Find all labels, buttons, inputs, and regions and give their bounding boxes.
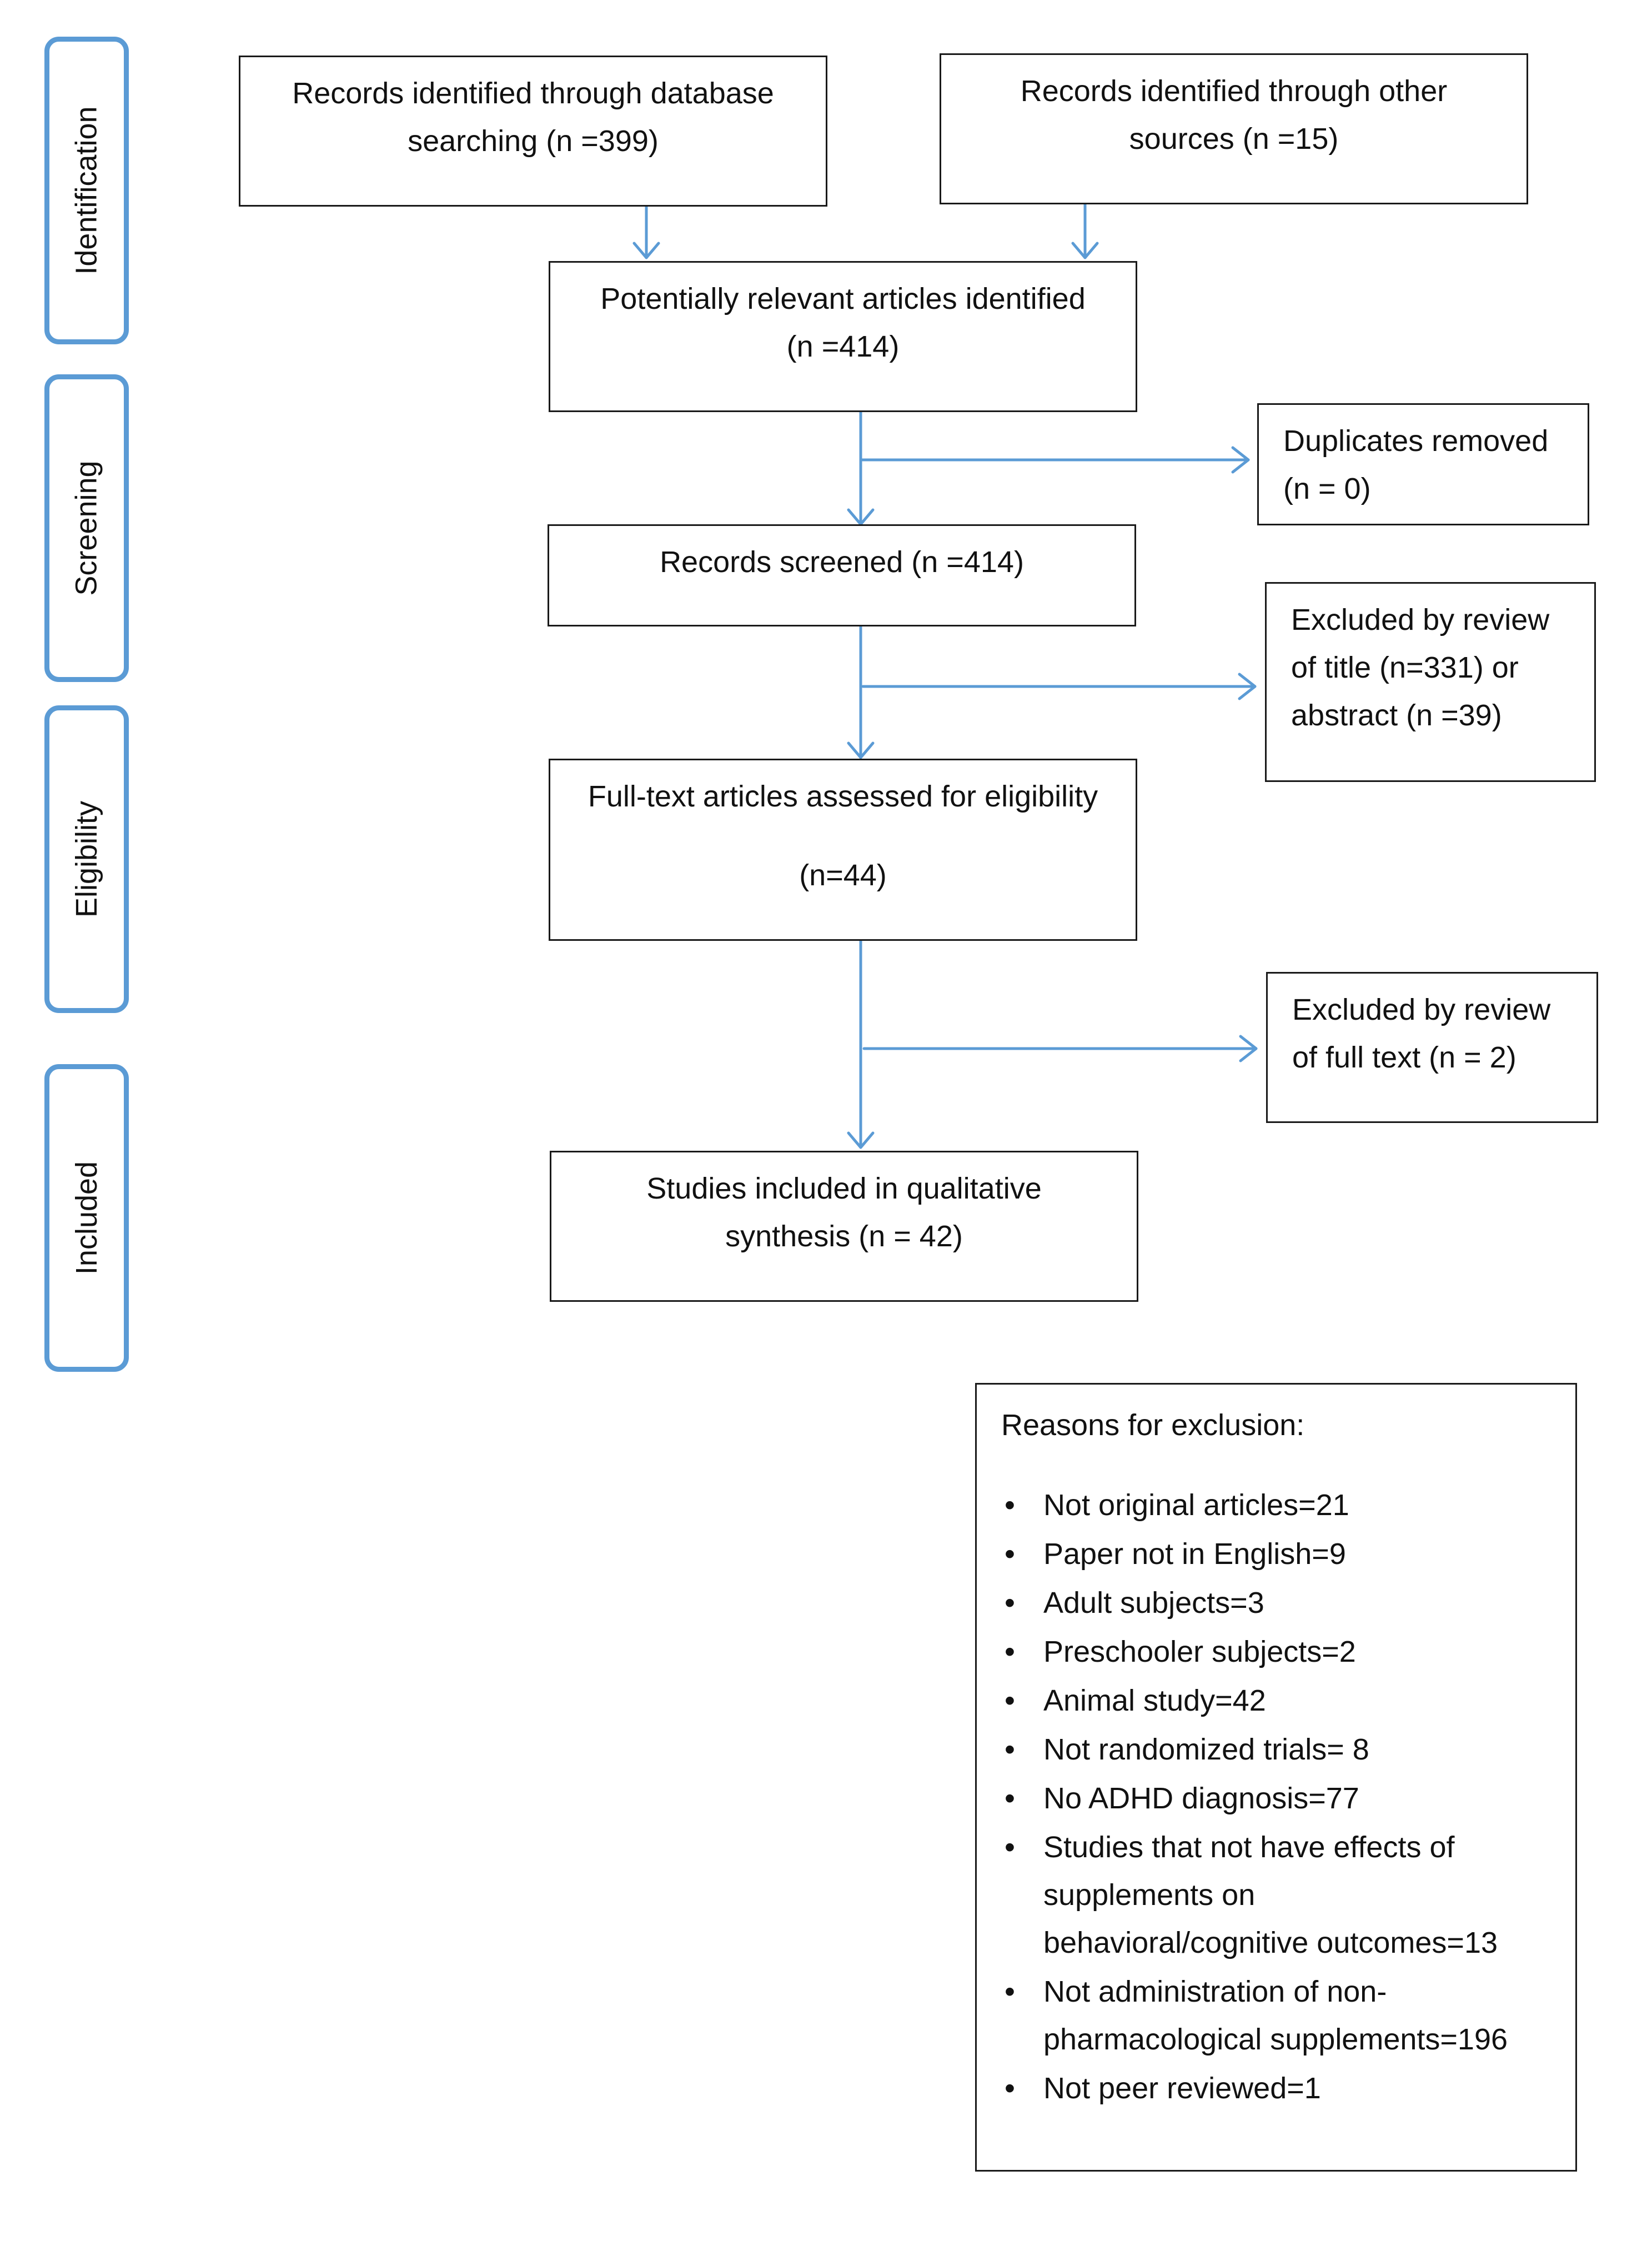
box-studies-included: Studies included in qualitative synthesi… (550, 1151, 1138, 1302)
reason-item-line: Not original articles=21 (1043, 1488, 1349, 1522)
reasons-title: Reasons for exclusion: (1001, 1408, 1305, 1442)
reasons-list: Not original articles=21 Paper not in En… (1001, 1481, 1564, 2112)
box-potentially-relevant-line-2: (n =414) (786, 330, 900, 363)
box-other-sources-line-2: sources (n =15) (1129, 122, 1339, 156)
box-potentially-relevant-line-1: Potentially relevant articles identified (600, 282, 1086, 315)
reasons-for-exclusion-box: Reasons for exclusion: Not original arti… (975, 1383, 1577, 2172)
phase-included: Included (44, 1064, 129, 1372)
reason-item-line: Animal study=42 (1043, 1684, 1266, 1717)
reason-item: Not original articles=21 (1001, 1481, 1564, 1529)
arrowhead-to-excluded-title-abstract (1238, 673, 1257, 700)
reason-item: Not peer reviewed=1 (1001, 2064, 1564, 2112)
reason-item-line: Preschooler subjects=2 (1043, 1635, 1356, 1668)
box-excluded-title-abstract-line-1: Excluded by review (1291, 603, 1550, 636)
box-excluded-title-abstract-line-2: of title (n=331) or (1291, 651, 1519, 684)
box-full-text-assessed-line-3: (n=44) (799, 859, 887, 892)
reason-item: Not randomized trials= 8 (1001, 1726, 1564, 1773)
reason-item-line: Studies that not have effects of (1043, 1831, 1455, 1864)
box-duplicates-removed: Duplicates removed (n = 0) (1257, 403, 1589, 525)
box-database-records-line-1: Records identified through database (292, 77, 774, 110)
reason-item-line: Not randomized trials= 8 (1043, 1733, 1369, 1766)
reason-item-line: Not administration of non- (1043, 1975, 1387, 2008)
box-full-text-assessed-line-2 (550, 820, 1136, 851)
box-studies-included-line-1: Studies included in qualitative (646, 1172, 1042, 1205)
reason-item: No ADHD diagnosis=77 (1001, 1774, 1564, 1822)
box-full-text-assessed: Full-text articles assessed for eligibil… (549, 759, 1137, 941)
reason-item: Preschooler subjects=2 (1001, 1628, 1564, 1676)
reason-item-line: Adult subjects=3 (1043, 1586, 1264, 1620)
reason-item-line: Paper not in English=9 (1043, 1537, 1346, 1571)
reason-item-line: supplements on (1043, 1878, 1256, 1912)
reason-item-line: No ADHD diagnosis=77 (1043, 1782, 1359, 1815)
arrowhead-database-to-relevant (632, 242, 660, 259)
box-excluded-full-text-line-1: Excluded by review (1292, 993, 1551, 1026)
box-excluded-title-abstract-line-3: abstract (n =39) (1291, 699, 1502, 732)
reason-item-line: pharmacological supplements=196 (1043, 2023, 1508, 2056)
reason-item: Not administration of non- pharmacologic… (1001, 1968, 1564, 2063)
box-other-sources: Records identified through other sources… (940, 53, 1528, 204)
phase-eligibility: Eligibility (44, 705, 129, 1013)
box-database-records-line-2: searching (n =399) (408, 124, 659, 158)
arrowhead-screened-to-fulltext (847, 741, 875, 759)
box-excluded-full-text: Excluded by review of full text (n = 2) (1266, 972, 1598, 1123)
reason-item: Adult subjects=3 (1001, 1579, 1564, 1627)
phase-identification: Identification (44, 37, 129, 344)
box-excluded-title-abstract: Excluded by review of title (n=331) or a… (1265, 582, 1596, 782)
box-records-screened: Records screened (n =414) (548, 524, 1136, 626)
arrowhead-fulltext-to-included (847, 1131, 875, 1149)
reason-item-line: Not peer reviewed=1 (1043, 2072, 1321, 2105)
box-duplicates-removed-line-2: (n = 0) (1283, 472, 1371, 505)
box-studies-included-line-2: synthesis (n = 42) (725, 1220, 963, 1253)
box-excluded-full-text-line-2: of full text (n = 2) (1292, 1041, 1517, 1074)
reason-item-line: behavioral/cognitive outcomes=13 (1043, 1926, 1498, 1959)
phase-screening: Screening (44, 374, 129, 682)
arrowhead-other-to-relevant (1071, 242, 1099, 259)
reason-item: Paper not in English=9 (1001, 1530, 1564, 1578)
box-potentially-relevant: Potentially relevant articles identified… (549, 261, 1137, 412)
reason-item: Studies that not have effects of supplem… (1001, 1823, 1564, 1967)
box-full-text-assessed-line-1: Full-text articles assessed for eligibil… (588, 780, 1098, 813)
arrowhead-to-excluded-full-text (1239, 1035, 1258, 1062)
arrowhead-to-duplicates (1231, 446, 1250, 474)
reason-item: Animal study=42 (1001, 1677, 1564, 1724)
box-duplicates-removed-line-1: Duplicates removed (1283, 424, 1549, 458)
box-database-records: Records identified through database sear… (239, 56, 827, 207)
box-other-sources-line-1: Records identified through other (1020, 74, 1448, 108)
box-records-screened-line-1: Records screened (n =414) (660, 545, 1024, 579)
